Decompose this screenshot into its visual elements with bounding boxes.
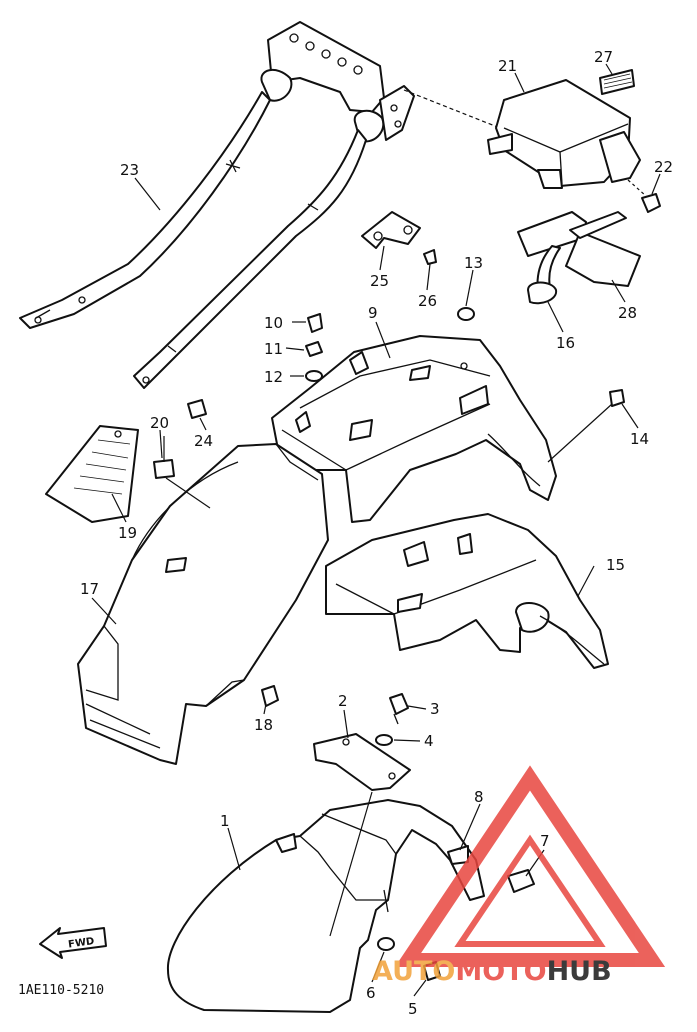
part-6-washer: [377, 937, 395, 951]
watermark-triangle-icon: [394, 765, 666, 967]
watermark-logo: AUTOMOTOHUB: [372, 765, 666, 987]
callout-5: 5: [408, 1000, 418, 1018]
callout-18: 18: [254, 716, 273, 734]
watermark-part-moto: MOTO: [455, 956, 546, 987]
callout-14: 14: [630, 430, 649, 448]
callout-13: 13: [464, 254, 483, 272]
callout-15: 15: [606, 556, 625, 574]
watermark-text: AUTOMOTOHUB: [372, 956, 612, 987]
part-17-rear-inner-fender: [77, 443, 329, 765]
watermark-part-auto: AUTO: [372, 956, 455, 987]
callout-8: 8: [474, 788, 484, 806]
part-19-mud-flap: [45, 425, 139, 523]
callout-23: 23: [120, 161, 139, 179]
callout-21: 21: [498, 57, 517, 75]
fwd-label: FWD: [68, 936, 95, 951]
part-20-sticker: [153, 436, 175, 479]
fasteners-upper: [187, 307, 625, 463]
callout-28: 28: [618, 304, 637, 322]
fwd-arrow: FWD: [39, 927, 107, 959]
callout-3: 3: [430, 700, 440, 718]
callout-1: 1: [220, 812, 230, 830]
callout-27: 27: [594, 48, 613, 66]
drawing-code: 1AE110-5210: [18, 983, 104, 998]
part-15-rear-fender-bottom: [325, 513, 609, 669]
part-23-grab-rail: [19, 21, 501, 389]
part-22-bolt: [627, 179, 661, 213]
callout-4: 4: [424, 732, 434, 750]
callout-10: 10: [264, 314, 283, 332]
part-28-plate-bracket: [517, 211, 641, 305]
callout-labels: 23 21 27 22 28 16 25 26 13 9 10 11 12 14…: [80, 48, 673, 1018]
callout-7: 7: [540, 832, 550, 850]
callout-16: 16: [556, 334, 575, 352]
callout-9: 9: [368, 304, 378, 322]
callout-6: 6: [366, 984, 376, 1002]
part-1-front-fender: [166, 799, 485, 1013]
part-27-label: [599, 69, 635, 95]
callout-24: 24: [194, 432, 213, 450]
part-3-bolt: [389, 693, 409, 725]
watermark-part-hub: HUB: [547, 956, 612, 987]
callout-22: 22: [654, 158, 673, 176]
part-18-grommet: [261, 685, 279, 707]
leader-lines: [91, 63, 661, 997]
callout-19: 19: [118, 524, 137, 542]
callout-25: 25: [370, 272, 389, 290]
part-7-clip: [507, 869, 535, 893]
part-4-nut: [375, 734, 393, 746]
part-2-bracket: [313, 733, 411, 791]
callout-20: 20: [150, 414, 169, 432]
part-25-bracket: [361, 211, 437, 265]
callout-26: 26: [418, 292, 437, 310]
part-9-rear-fender-top: [271, 335, 557, 523]
part-21-cover-box: [487, 79, 641, 189]
watermark-triangle-inner-icon: [454, 834, 606, 947]
callout-2: 2: [338, 692, 348, 710]
callout-11: 11: [264, 340, 283, 358]
callout-17: 17: [80, 580, 99, 598]
callout-12: 12: [264, 368, 283, 386]
